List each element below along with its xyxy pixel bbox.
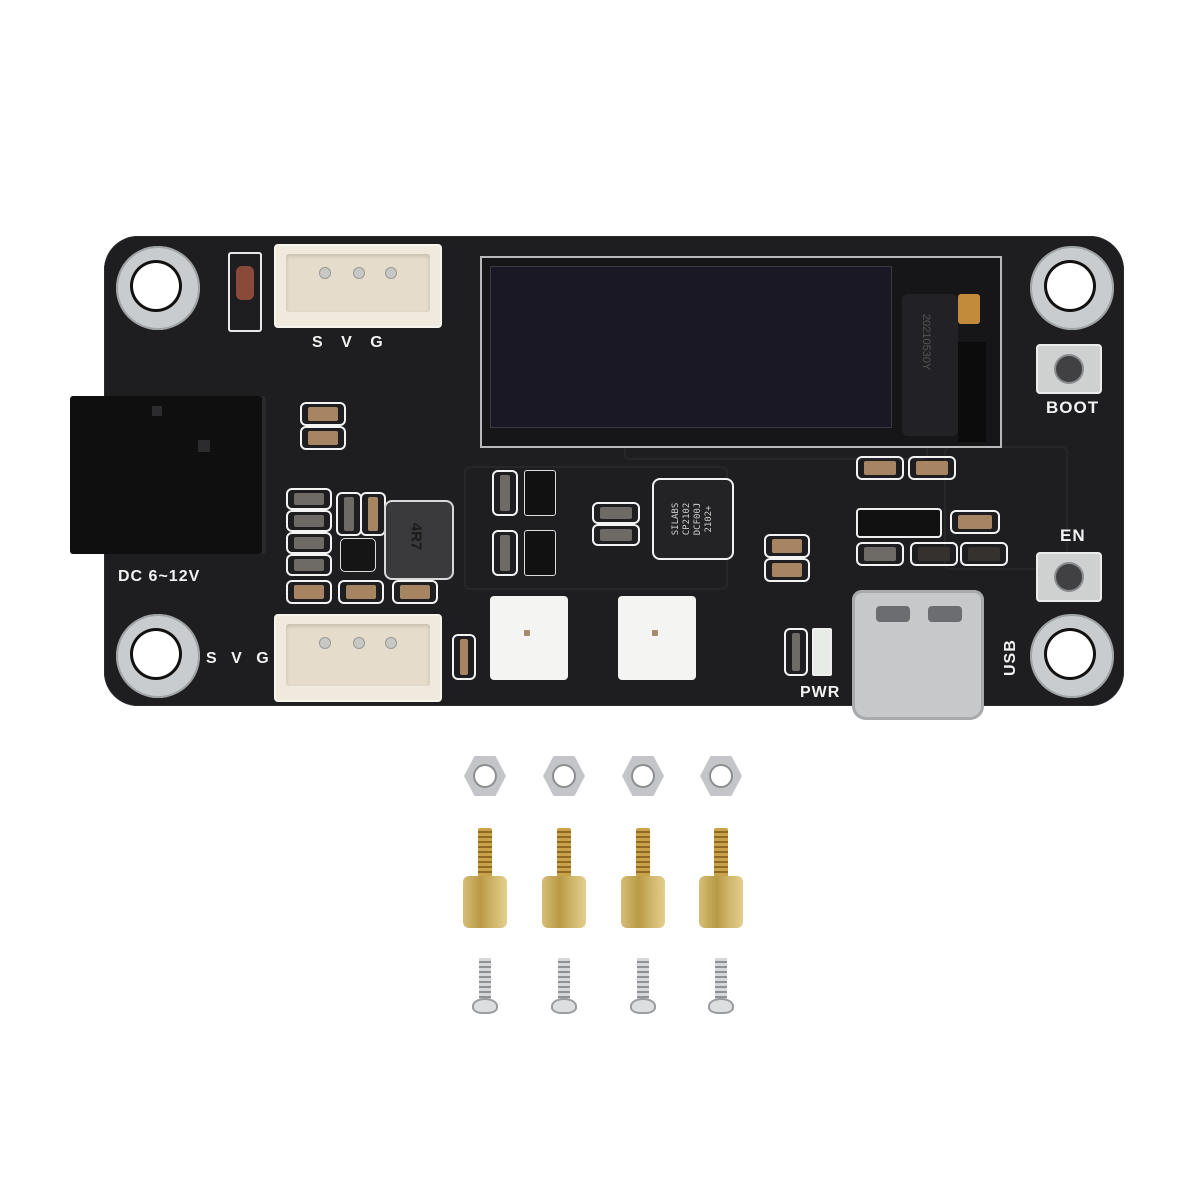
hex-nut bbox=[543, 756, 585, 796]
jack-mark bbox=[152, 406, 162, 416]
mounting-hole-bottom-right bbox=[1030, 614, 1114, 698]
smd-resistor bbox=[784, 628, 808, 676]
smd-resistor bbox=[592, 524, 640, 546]
chip-line: 2102+ bbox=[704, 505, 714, 533]
jack-mark bbox=[198, 440, 210, 452]
mounting-screw bbox=[708, 958, 734, 1020]
smd-resistor bbox=[910, 542, 958, 566]
diode bbox=[236, 266, 254, 300]
oled-flex-cable: 20210530Y bbox=[902, 294, 958, 436]
mounting-hole-top-right bbox=[1030, 246, 1114, 330]
mounting-hole-top-left bbox=[116, 246, 200, 330]
connector-pin bbox=[386, 268, 396, 278]
smd-resistor bbox=[856, 542, 904, 566]
smd-resistor bbox=[286, 532, 332, 554]
smd-capacitor bbox=[300, 402, 346, 426]
smd-capacitor bbox=[950, 510, 1000, 534]
smd-capacitor bbox=[764, 534, 810, 558]
usb-shell-slot bbox=[928, 606, 962, 622]
inductor-marking: 4R7 bbox=[407, 522, 425, 551]
smd-capacitor bbox=[856, 456, 904, 480]
kapton-tape bbox=[958, 294, 980, 324]
smd-capacitor bbox=[764, 558, 810, 582]
hex-nut bbox=[700, 756, 742, 796]
boot-button[interactable] bbox=[1036, 344, 1102, 394]
smd-resistor bbox=[286, 510, 332, 532]
flex-marking: 20210530Y bbox=[920, 314, 932, 371]
smd-capacitor bbox=[908, 456, 956, 480]
mounting-screw bbox=[551, 958, 577, 1020]
oled-connector-strip bbox=[958, 342, 986, 442]
chip-line: CP2102 bbox=[682, 502, 692, 536]
en-label: EN bbox=[1060, 526, 1086, 545]
chip-marking: SILABS CP2102 DCF00J 2102+ bbox=[658, 486, 728, 552]
dc-input-label: DC 6~12V bbox=[118, 568, 201, 585]
pwr-label: PWR bbox=[800, 684, 841, 701]
dc-power-jack[interactable] bbox=[70, 396, 262, 554]
button-cap bbox=[1056, 564, 1082, 590]
rgb-led bbox=[618, 596, 696, 680]
chip-line: DCF00J bbox=[693, 502, 703, 536]
smd-resistor bbox=[286, 488, 332, 510]
oled-display: 20210530Y bbox=[480, 256, 1002, 448]
connector-pin bbox=[354, 638, 364, 648]
smd-resistor bbox=[592, 502, 640, 524]
regulator-ic bbox=[340, 538, 376, 572]
oled-screen bbox=[490, 266, 892, 428]
smd-resistor bbox=[286, 554, 332, 576]
diode-footprint bbox=[228, 252, 262, 332]
smd-capacitor bbox=[338, 580, 384, 604]
power-led bbox=[812, 628, 832, 676]
rgb-led bbox=[490, 596, 568, 680]
smd-capacitor bbox=[300, 426, 346, 450]
connector-pin bbox=[386, 638, 396, 648]
connector-cavity bbox=[286, 624, 430, 686]
mounting-screw bbox=[630, 958, 656, 1020]
smd-resistor bbox=[960, 542, 1008, 566]
connector-pin bbox=[320, 268, 330, 278]
hex-nut bbox=[622, 756, 664, 796]
smd-capacitor bbox=[392, 580, 438, 604]
usb-c-port[interactable] bbox=[852, 590, 984, 720]
connector-top-label: S V G bbox=[312, 334, 384, 351]
brass-standoff bbox=[699, 828, 743, 928]
connector-cavity bbox=[286, 254, 430, 312]
smd-capacitor bbox=[360, 492, 386, 536]
smd-diode bbox=[856, 508, 942, 538]
en-button[interactable] bbox=[1036, 552, 1102, 602]
usb-label: USB bbox=[1002, 639, 1019, 676]
mounting-hole-bottom-left bbox=[116, 614, 200, 698]
sot23-transistor bbox=[524, 470, 556, 516]
hex-nut bbox=[464, 756, 506, 796]
smd-resistor bbox=[492, 530, 518, 576]
power-inductor: 4R7 bbox=[384, 500, 454, 580]
smd-resistor bbox=[492, 470, 518, 516]
brass-standoff bbox=[621, 828, 665, 928]
jst-connector-bottom[interactable] bbox=[274, 614, 442, 702]
smd-resistor bbox=[336, 492, 362, 536]
boot-label: BOOT bbox=[1046, 398, 1100, 417]
pcb-trace bbox=[944, 446, 1068, 570]
usb-uart-chip: SILABS CP2102 DCF00J 2102+ bbox=[652, 478, 734, 560]
smd-capacitor bbox=[286, 580, 332, 604]
button-cap bbox=[1056, 356, 1082, 382]
smd-capacitor bbox=[452, 634, 476, 680]
brass-standoff bbox=[463, 828, 507, 928]
jst-connector-top[interactable] bbox=[274, 244, 442, 328]
chip-line: SILABS bbox=[671, 502, 681, 536]
sot23-transistor bbox=[524, 530, 556, 576]
mounting-screw bbox=[472, 958, 498, 1020]
connector-pin bbox=[320, 638, 330, 648]
brass-standoff bbox=[542, 828, 586, 928]
connector-pin bbox=[354, 268, 364, 278]
connector-bottom-label: S V G bbox=[206, 650, 270, 667]
usb-shell-slot bbox=[876, 606, 910, 622]
